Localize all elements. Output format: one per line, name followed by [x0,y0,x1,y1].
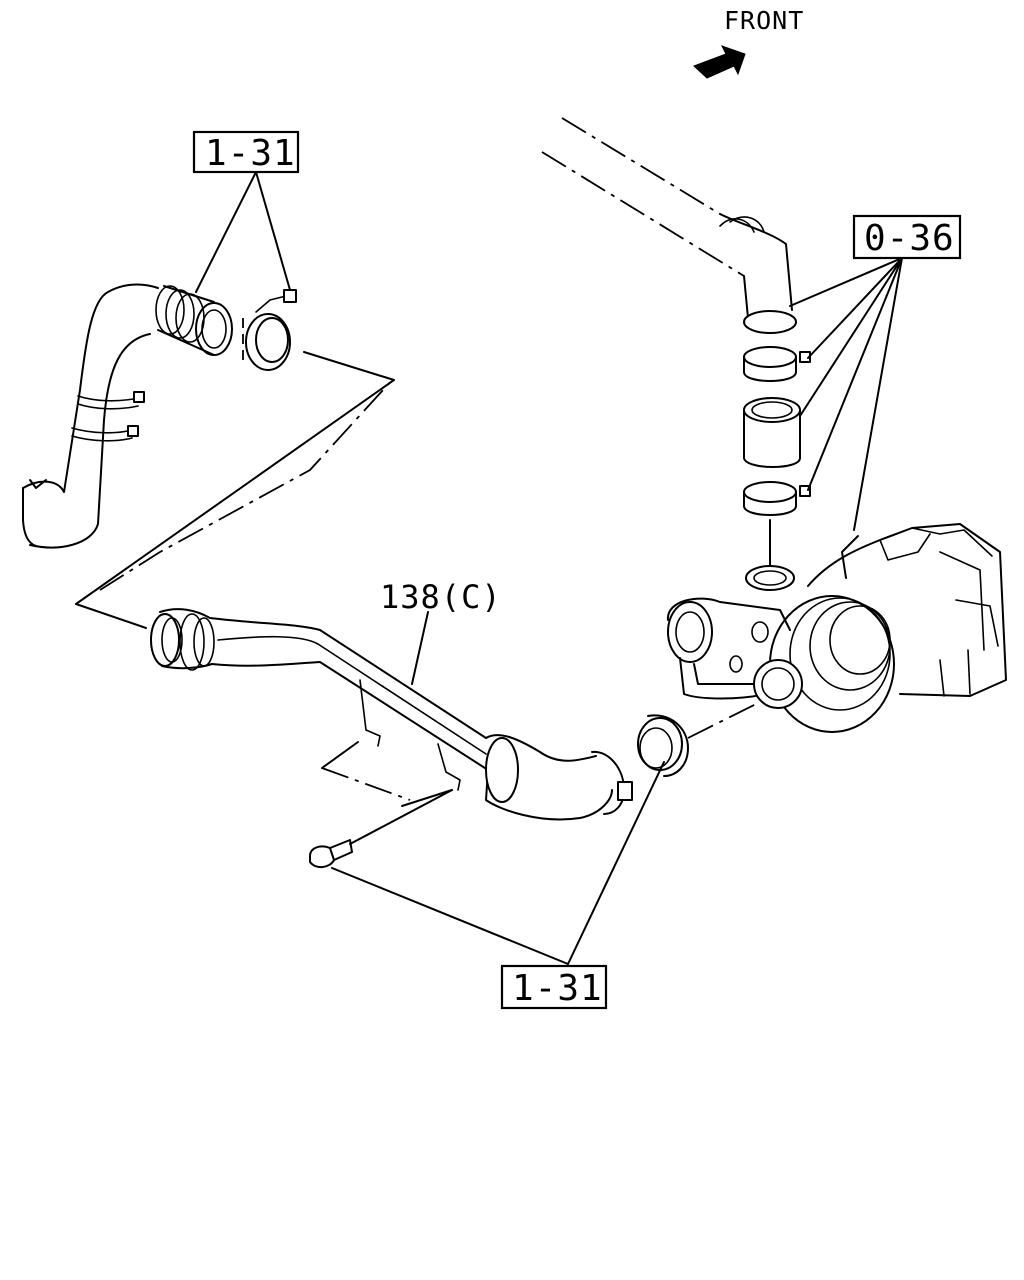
callout-top-right: 0-36 [852,214,962,260]
coupling-stack [743,346,811,591]
front-label: FRONT [724,6,804,35]
front-arrow-icon [693,45,746,79]
alignment-lines [99,377,761,801]
callout-box [852,214,962,260]
callout-bottom-label: 1-31 [512,968,603,1009]
callout-box [500,964,608,1010]
lower-pipe [150,608,689,868]
callout-top-left: 1-31 [192,130,300,174]
front-indicator: FRONT [693,6,804,79]
callout-top-right-label: 0-36 [864,218,955,259]
turbocharger-housing [666,523,1007,733]
part-number-label: 138(C) [380,578,502,616]
leader-lines [75,171,903,965]
upper-pipe [541,117,797,334]
callout-top-left-label: 1-31 [205,133,296,174]
callout-bottom: 1-31 [500,964,608,1010]
upper-hose-assembly [22,283,297,549]
callout-box [192,130,300,174]
